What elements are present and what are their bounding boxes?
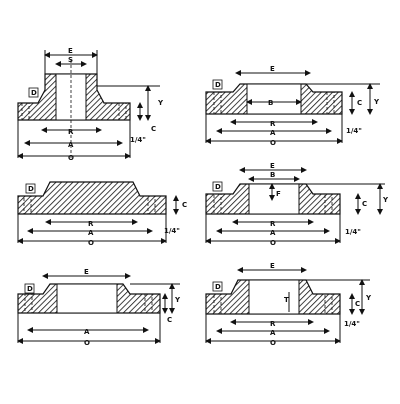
lap-joint-bore <box>56 283 118 314</box>
dim-e: E <box>270 262 275 270</box>
dim-c: C <box>182 201 187 209</box>
socket-bore <box>248 183 300 215</box>
dim-quarter: 1/4" <box>344 320 360 328</box>
dim-o: O <box>270 339 276 347</box>
panel-slip-on: E B R A O Y C 1/4" D <box>205 65 380 147</box>
dim-a: A <box>88 229 94 237</box>
dim-quarter: 1/4" <box>130 136 146 144</box>
dim-f: F <box>276 190 281 198</box>
dim-e: E <box>270 65 275 73</box>
dim-b: B <box>268 99 273 107</box>
dim-s: S <box>68 56 73 64</box>
dim-c: C <box>167 316 172 324</box>
dim-d: D <box>27 285 33 293</box>
dim-a: A <box>270 329 276 337</box>
dim-y: Y <box>157 99 164 107</box>
slip-on-bore <box>246 83 302 115</box>
dim-c: C <box>355 300 360 308</box>
dim-t: T <box>284 296 289 304</box>
dim-o: O <box>84 339 90 347</box>
dim-d: D <box>215 183 221 191</box>
panel-threaded: E T R A O Y C 1/4" D <box>205 262 372 347</box>
dim-quarter: 1/4" <box>345 228 361 236</box>
dim-r: R <box>68 128 74 136</box>
dim-y: Y <box>174 296 181 304</box>
dim-e: E <box>68 47 73 55</box>
dim-r: R <box>270 320 276 328</box>
dim-quarter: 1/4" <box>164 227 180 235</box>
panel-socket-weld: E B F R A O Y C 1/4" D <box>205 162 389 247</box>
dim-d: D <box>28 185 34 193</box>
dim-b: B <box>270 171 275 179</box>
dim-c: C <box>362 200 367 208</box>
dim-quarter: 1/4" <box>346 127 362 135</box>
dim-o: O <box>270 239 276 247</box>
dim-o: O <box>270 139 276 147</box>
dim-o: O <box>88 239 94 247</box>
dim-c: C <box>151 125 156 133</box>
panel-threaded-blind: R A O C 1/4" D <box>17 181 187 247</box>
dim-a: A <box>270 129 276 137</box>
dim-a: A <box>84 328 90 336</box>
dim-c: C <box>357 99 362 107</box>
dim-r: R <box>270 220 276 228</box>
dim-a: A <box>270 229 276 237</box>
dim-d: D <box>31 89 37 97</box>
blind-body <box>17 181 167 215</box>
threaded-bore <box>248 279 300 315</box>
dim-e: E <box>84 268 89 276</box>
dim-a: A <box>68 141 74 149</box>
dim-d: D <box>215 283 221 291</box>
bolt-hole-right <box>118 102 127 121</box>
dim-r: R <box>88 220 94 228</box>
bolt-hole-left <box>21 102 30 121</box>
dim-y: Y <box>373 98 380 106</box>
dim-o: O <box>68 154 74 162</box>
dim-y: Y <box>382 196 389 204</box>
dim-r: R <box>270 120 276 128</box>
panel-welding-neck: E S R A O Y C 1/4" D <box>17 47 164 162</box>
dim-e: E <box>270 162 275 170</box>
dim-d: D <box>215 81 221 89</box>
dim-y: Y <box>365 294 372 302</box>
panel-lap-joint: E A O Y C D <box>17 268 181 347</box>
